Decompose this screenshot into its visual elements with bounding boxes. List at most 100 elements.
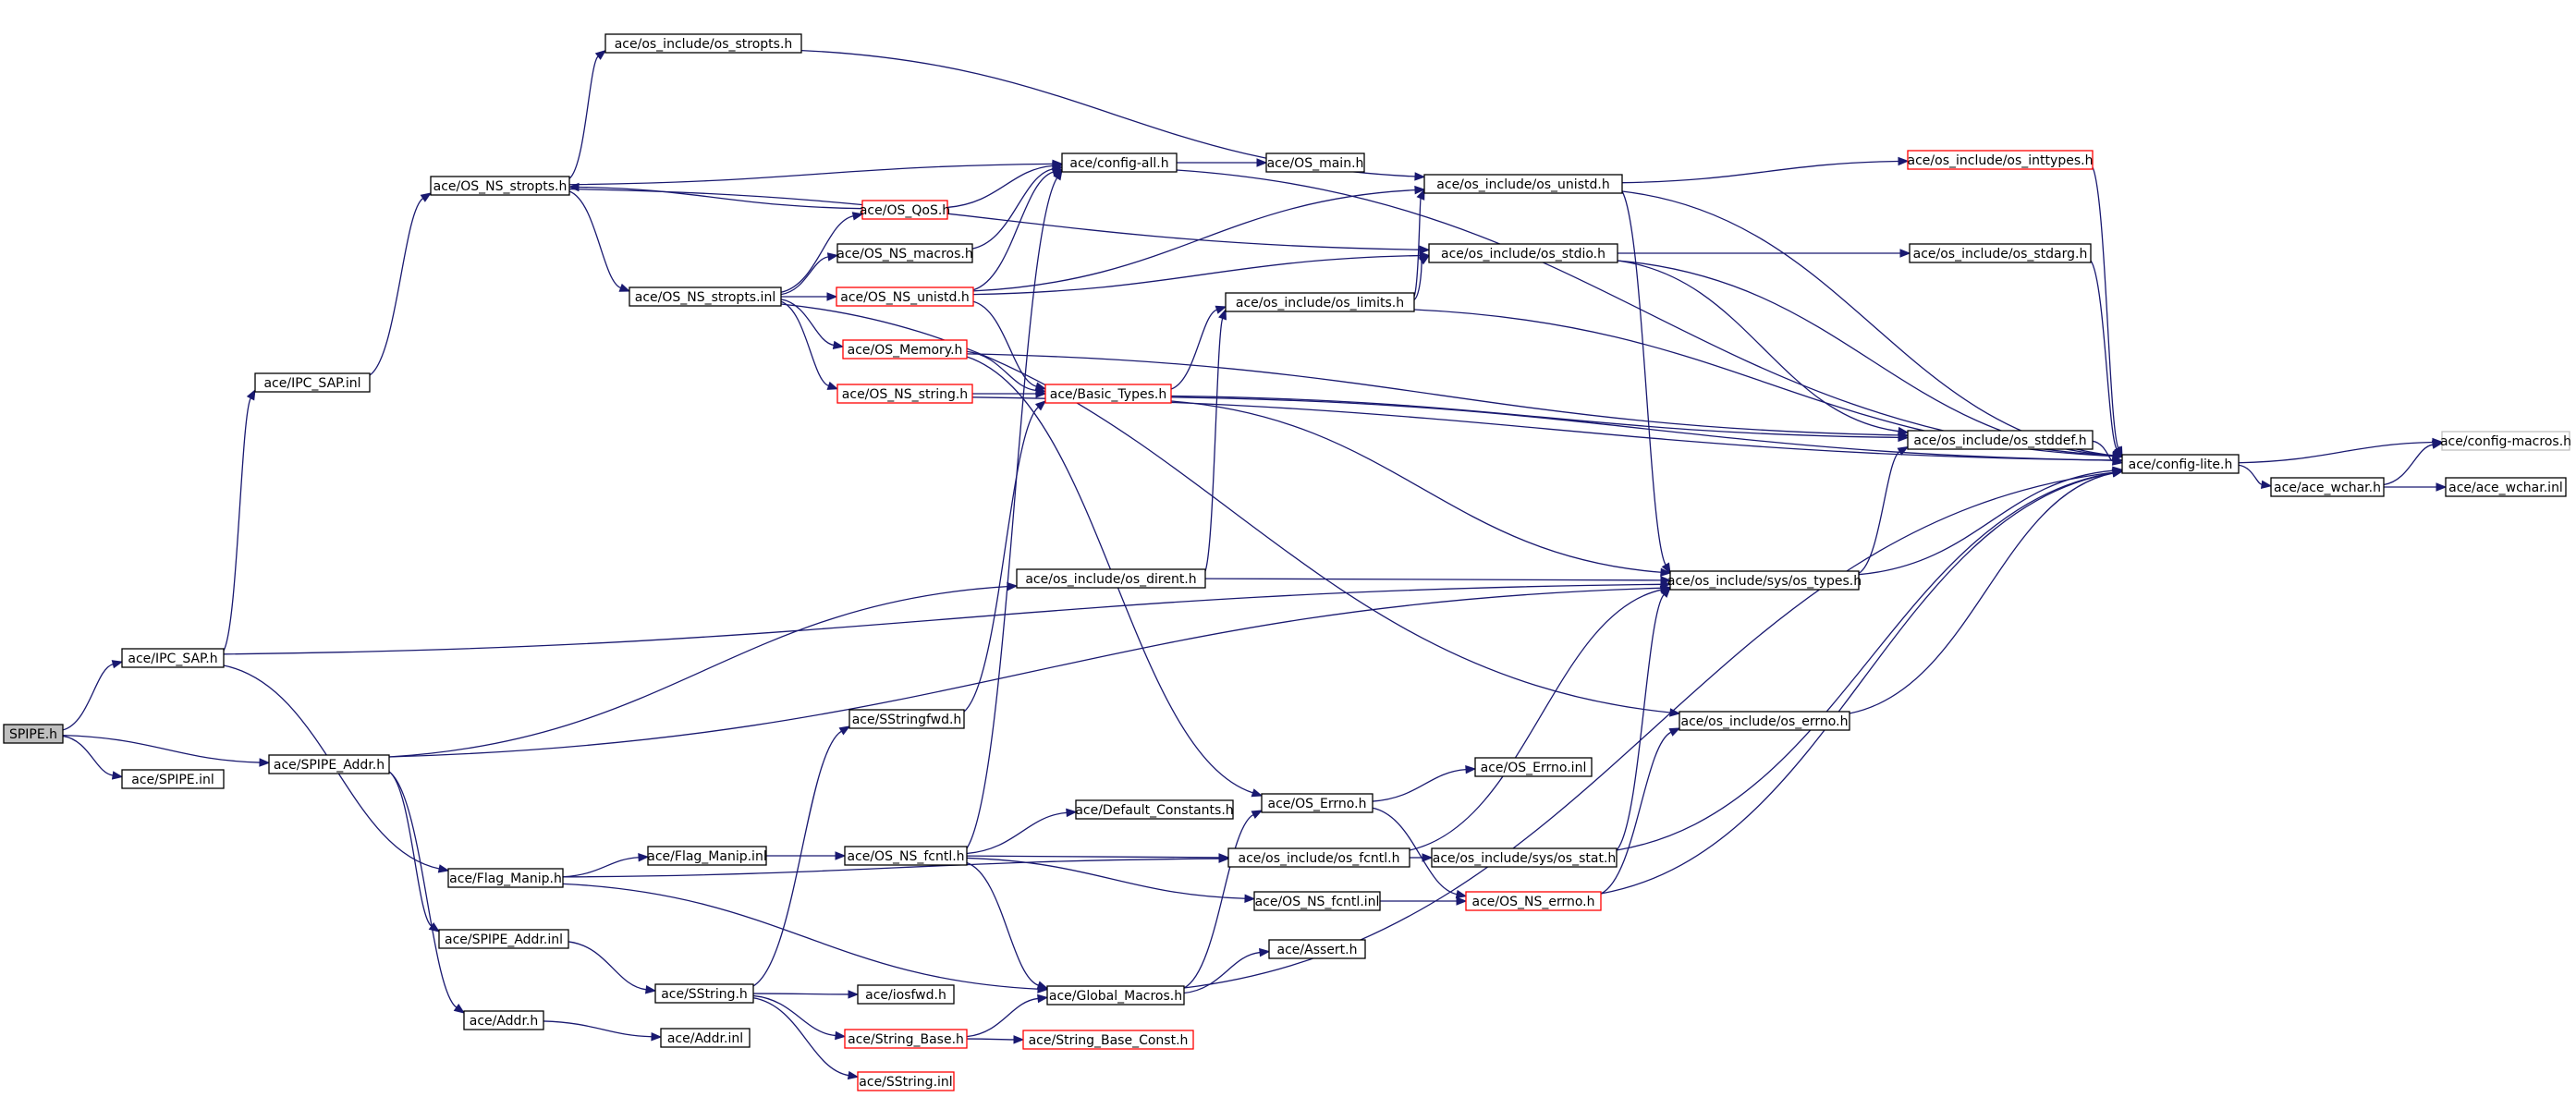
node-label: ace/OS_main.h bbox=[1267, 156, 1364, 171]
node-sstringfwd-h[interactable]: ace/SStringfwd.h bbox=[848, 709, 965, 729]
node-label: ace/SPIPE.inl bbox=[131, 773, 214, 787]
node-iosfwd-h[interactable]: ace/iosfwd.h bbox=[857, 984, 955, 1005]
node-spipe-addr-h[interactable]: ace/SPIPE_Addr.h bbox=[268, 754, 390, 774]
node-os-memory-h[interactable]: ace/OS_Memory.h bbox=[842, 339, 968, 360]
node-sstring-inl[interactable]: ace/SString.inl bbox=[857, 1071, 955, 1091]
node-label: ace/Default_Constants.h bbox=[1075, 803, 1233, 818]
node-os-include-os-dirent-h[interactable]: ace/os_include/os_dirent.h bbox=[1016, 568, 1206, 589]
node-os-errno-inl[interactable]: ace/OS_Errno.inl bbox=[1474, 757, 1593, 777]
node-box bbox=[1016, 568, 1206, 589]
edge-os-include-os-errno-h-to-config-lite-h bbox=[1849, 469, 2124, 714]
node-os-ns-stropts-h[interactable]: ace/OS_NS_stropts.h bbox=[430, 176, 570, 196]
node-os-include-os-stdio-h[interactable]: ace/os_include/os_stdio.h bbox=[1428, 243, 1618, 263]
node-basic-types-h[interactable]: ace/Basic_Types.h bbox=[1044, 384, 1172, 404]
node-ace-wchar-inl[interactable]: ace/ace_wchar.inl bbox=[2445, 477, 2567, 497]
node-box bbox=[438, 929, 569, 949]
edge-os-ns-stropts-inl-to-os-memory-h bbox=[780, 299, 845, 350]
node-box bbox=[647, 846, 767, 866]
edge-arrowhead bbox=[848, 990, 860, 999]
edge-os-include-sys-os-stat-h-to-os-include-sys-os-types-h bbox=[1616, 587, 1671, 851]
edge-line bbox=[1600, 472, 2114, 895]
node-os-include-os-stdarg-h[interactable]: ace/os_include/os_stdarg.h bbox=[1909, 243, 2092, 263]
node-box bbox=[2441, 431, 2570, 451]
edge-os-ns-stropts-inl-to-os-ns-unistd-h bbox=[781, 292, 838, 301]
node-config-all-h[interactable]: ace/config-all.h bbox=[1061, 152, 1178, 173]
node-os-include-os-limits-h[interactable]: ace/os_include/os_limits.h bbox=[1225, 292, 1415, 312]
node-box bbox=[1669, 570, 1860, 591]
node-box bbox=[1423, 174, 1623, 194]
node-ace-wchar-h[interactable]: ace/ace_wchar.h bbox=[2270, 477, 2385, 497]
node-os-ns-string-h[interactable]: ace/OS_NS_string.h bbox=[836, 384, 973, 404]
edge-line bbox=[562, 858, 1220, 878]
edge-arrowhead bbox=[2431, 440, 2444, 449]
node-os-include-sys-os-types-h[interactable]: ace/os_include/sys/os_types.h bbox=[1667, 570, 1862, 591]
node-os-ns-errno-h[interactable]: ace/OS_NS_errno.h bbox=[1465, 891, 1602, 911]
node-addr-inl[interactable]: ace/Addr.inl bbox=[660, 1028, 751, 1048]
edge-line bbox=[752, 994, 836, 1037]
edge-line bbox=[966, 855, 1220, 859]
node-os-include-os-stddef-h[interactable]: ace/os_include/os_stddef.h bbox=[1907, 430, 2094, 450]
node-os-include-os-errno-h[interactable]: ace/os_include/os_errno.h bbox=[1679, 711, 1850, 731]
edge-line bbox=[780, 299, 835, 347]
edge-arrowhead bbox=[1007, 581, 1019, 591]
node-label: ace/os_include/os_dirent.h bbox=[1025, 572, 1196, 587]
node-global-macros-h[interactable]: ace/Global_Macros.h bbox=[1046, 985, 1185, 1006]
edge-arrowhead bbox=[1034, 400, 1047, 411]
node-spipe-h[interactable]: SPIPE.h bbox=[3, 724, 64, 744]
node-label: ace/os_include/sys/os_types.h bbox=[1667, 574, 1862, 589]
node-ipc-sap-inl[interactable]: ace/IPC_SAP.inl bbox=[254, 372, 371, 393]
node-spipe-addr-inl[interactable]: ace/SPIPE_Addr.inl bbox=[438, 929, 569, 949]
node-spipe-inl[interactable]: ace/SPIPE.inl bbox=[121, 769, 225, 789]
node-os-qos-h[interactable]: ace/OS_QoS.h bbox=[860, 200, 950, 220]
node-ipc-sap-h[interactable]: ace/IPC_SAP.h bbox=[121, 648, 225, 668]
node-box bbox=[1907, 430, 2094, 450]
edge-arrowhead bbox=[1416, 189, 1425, 201]
node-label: ace/ace_wchar.h bbox=[2274, 481, 2381, 495]
node-config-lite-h[interactable]: ace/config-lite.h bbox=[2121, 454, 2240, 474]
node-flag-manip-h[interactable]: ace/Flag_Manip.h bbox=[447, 868, 564, 888]
edge-arrowhead bbox=[246, 388, 256, 401]
node-label: ace/OS_NS_unistd.h bbox=[840, 290, 970, 305]
edge-line bbox=[62, 735, 114, 776]
edge-line bbox=[1204, 578, 1662, 581]
node-os-ns-fcntl-inl[interactable]: ace/OS_NS_fcntl.inl bbox=[1253, 891, 1381, 911]
node-os-main-h[interactable]: ace/OS_main.h bbox=[1265, 152, 1365, 173]
node-string-base-const-h[interactable]: ace/String_Base_Const.h bbox=[1022, 1030, 1194, 1050]
node-os-errno-h[interactable]: ace/OS_Errno.h bbox=[1261, 793, 1373, 813]
node-os-include-os-fcntl-h[interactable]: ace/os_include/os_fcntl.h bbox=[1227, 847, 1410, 868]
edge-arrowhead bbox=[1456, 896, 1468, 906]
node-label: ace/Flag_Manip.h bbox=[449, 872, 562, 886]
edge-arrowhead bbox=[1899, 249, 1911, 258]
node-assert-h[interactable]: ace/Assert.h bbox=[1268, 939, 1366, 959]
node-sstring-h[interactable]: ace/SString.h bbox=[654, 983, 754, 1004]
node-string-base-h[interactable]: ace/String_Base.h bbox=[844, 1029, 968, 1049]
node-os-ns-fcntl-h[interactable]: ace/OS_NS_fcntl.h bbox=[844, 846, 968, 866]
edge-line bbox=[388, 771, 433, 927]
node-os-ns-macros-h[interactable]: ace/OS_NS_macros.h bbox=[836, 243, 973, 263]
node-box bbox=[857, 984, 955, 1005]
node-os-include-os-unistd-h[interactable]: ace/os_include/os_unistd.h bbox=[1423, 174, 1623, 194]
edge-line bbox=[388, 585, 1008, 758]
node-label: ace/Basic_Types.h bbox=[1050, 387, 1166, 402]
node-label: ace/config-all.h bbox=[1069, 156, 1168, 171]
edge-os-ns-stropts-h-to-os-ns-stropts-inl bbox=[568, 190, 631, 292]
node-default-constants-h[interactable]: ace/Default_Constants.h bbox=[1075, 799, 1234, 820]
node-label: ace/OS_Errno.inl bbox=[1481, 761, 1587, 775]
edge-line bbox=[752, 993, 849, 995]
node-os-ns-stropts-inl[interactable]: ace/OS_NS_stropts.inl bbox=[629, 286, 782, 307]
edge-line bbox=[971, 168, 1054, 250]
node-config-macros-h[interactable]: ace/config-macros.h bbox=[2440, 431, 2571, 451]
edge-arrowhead bbox=[1037, 993, 1049, 1004]
node-os-include-sys-os-stat-h[interactable]: ace/os_include/sys/os_stat.h bbox=[1431, 847, 1618, 868]
node-os-include-os-inttypes-h[interactable]: ace/os_include/os_inttypes.h bbox=[1907, 150, 2094, 170]
edge-arrowhead bbox=[618, 283, 631, 292]
node-addr-h[interactable]: ace/Addr.h bbox=[463, 1010, 544, 1030]
edge-line bbox=[2238, 464, 2263, 485]
edge-arrowhead bbox=[420, 192, 433, 202]
node-flag-manip-inl[interactable]: ace/Flag_Manip.inl bbox=[647, 846, 767, 866]
node-os-include-os-stropts-h[interactable]: ace/os_include/os_stropts.h bbox=[604, 33, 802, 54]
node-os-ns-unistd-h[interactable]: ace/OS_NS_unistd.h bbox=[836, 286, 974, 307]
edge-spipe-h-to-ipc-sap-h bbox=[62, 660, 124, 731]
node-label: ace/String_Base.h bbox=[848, 1032, 964, 1047]
